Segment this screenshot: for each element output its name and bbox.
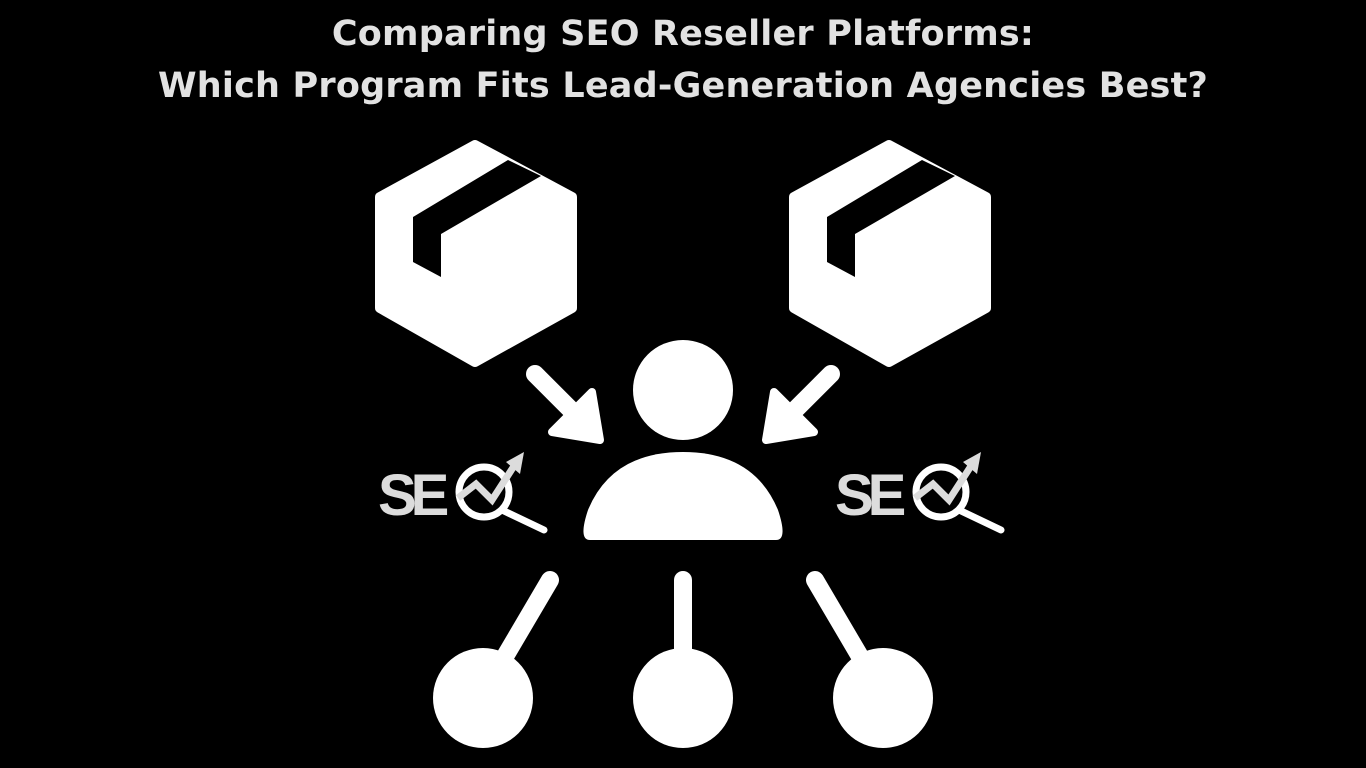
person-icon (583, 340, 783, 540)
seo-logo-text: SE (378, 463, 449, 528)
network-nodes (433, 571, 933, 748)
node-circle-right (833, 648, 933, 748)
arrow-icon-right (762, 365, 840, 444)
arrow-icon-left (526, 365, 604, 444)
node-circle-center (633, 648, 733, 748)
title-line-2: Which Program Fits Lead-Generation Agenc… (157, 66, 1209, 106)
package-icon-left (375, 140, 577, 367)
node-circle-left (433, 648, 533, 748)
seo-logo-text: SE (835, 463, 906, 528)
seo-logo-left: SE (378, 448, 553, 538)
title-line-1: Comparing SEO Reseller Platforms: (331, 14, 1035, 54)
package-icon-right (789, 140, 991, 367)
seo-logo-right: SE (835, 448, 1010, 538)
magnifier-chart-icon (455, 452, 548, 534)
magnifier-chart-icon (912, 452, 1005, 534)
